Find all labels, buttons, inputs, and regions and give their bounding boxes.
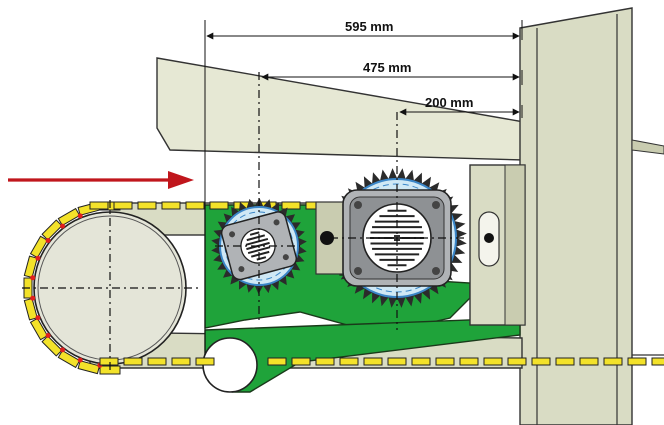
chain-link [195, 357, 215, 366]
guide-pulley [33, 211, 187, 365]
dimension-label-475: 475 mm [363, 60, 411, 75]
chain-link [459, 357, 479, 366]
dimension-label-200: 200 mm [425, 95, 473, 110]
dimension-label-595: 595 mm [345, 19, 393, 34]
chain-link [57, 207, 81, 227]
chain-link [29, 317, 49, 341]
chain-link [161, 201, 181, 210]
chain-link [113, 201, 133, 210]
chain-link [555, 357, 575, 366]
chain-link [23, 255, 38, 279]
chain-link [531, 357, 551, 366]
chain-link [171, 357, 191, 366]
chain-link [411, 357, 431, 366]
chain-link [99, 357, 119, 366]
chain-link [267, 357, 287, 366]
feed-direction-arrow-icon [8, 171, 194, 189]
chain-link [363, 357, 383, 366]
chain-link [209, 201, 229, 210]
chain-link [29, 235, 49, 259]
chain-link [579, 357, 599, 366]
slide-block [469, 164, 526, 326]
chain-link [315, 357, 335, 366]
chain-link [603, 357, 623, 366]
chain-link [435, 357, 455, 366]
chain-link [137, 201, 157, 210]
chain-link [41, 335, 63, 357]
centerlines [22, 72, 465, 372]
chain-link [185, 201, 205, 210]
chain-link [651, 357, 664, 366]
chain-link [627, 357, 647, 366]
chain-link [339, 357, 359, 366]
chain-link [291, 357, 311, 366]
chain-link [281, 201, 301, 210]
chain-link [123, 357, 143, 366]
chain-link [147, 357, 167, 366]
chain-link [41, 219, 63, 241]
chain-link [57, 349, 81, 369]
chain-link [89, 201, 109, 210]
chain-link [23, 297, 38, 321]
dimension-lines [204, 20, 523, 355]
chain-link [387, 357, 407, 366]
chain-link [483, 357, 503, 366]
chain-link [77, 360, 101, 375]
chain-link [507, 357, 527, 366]
